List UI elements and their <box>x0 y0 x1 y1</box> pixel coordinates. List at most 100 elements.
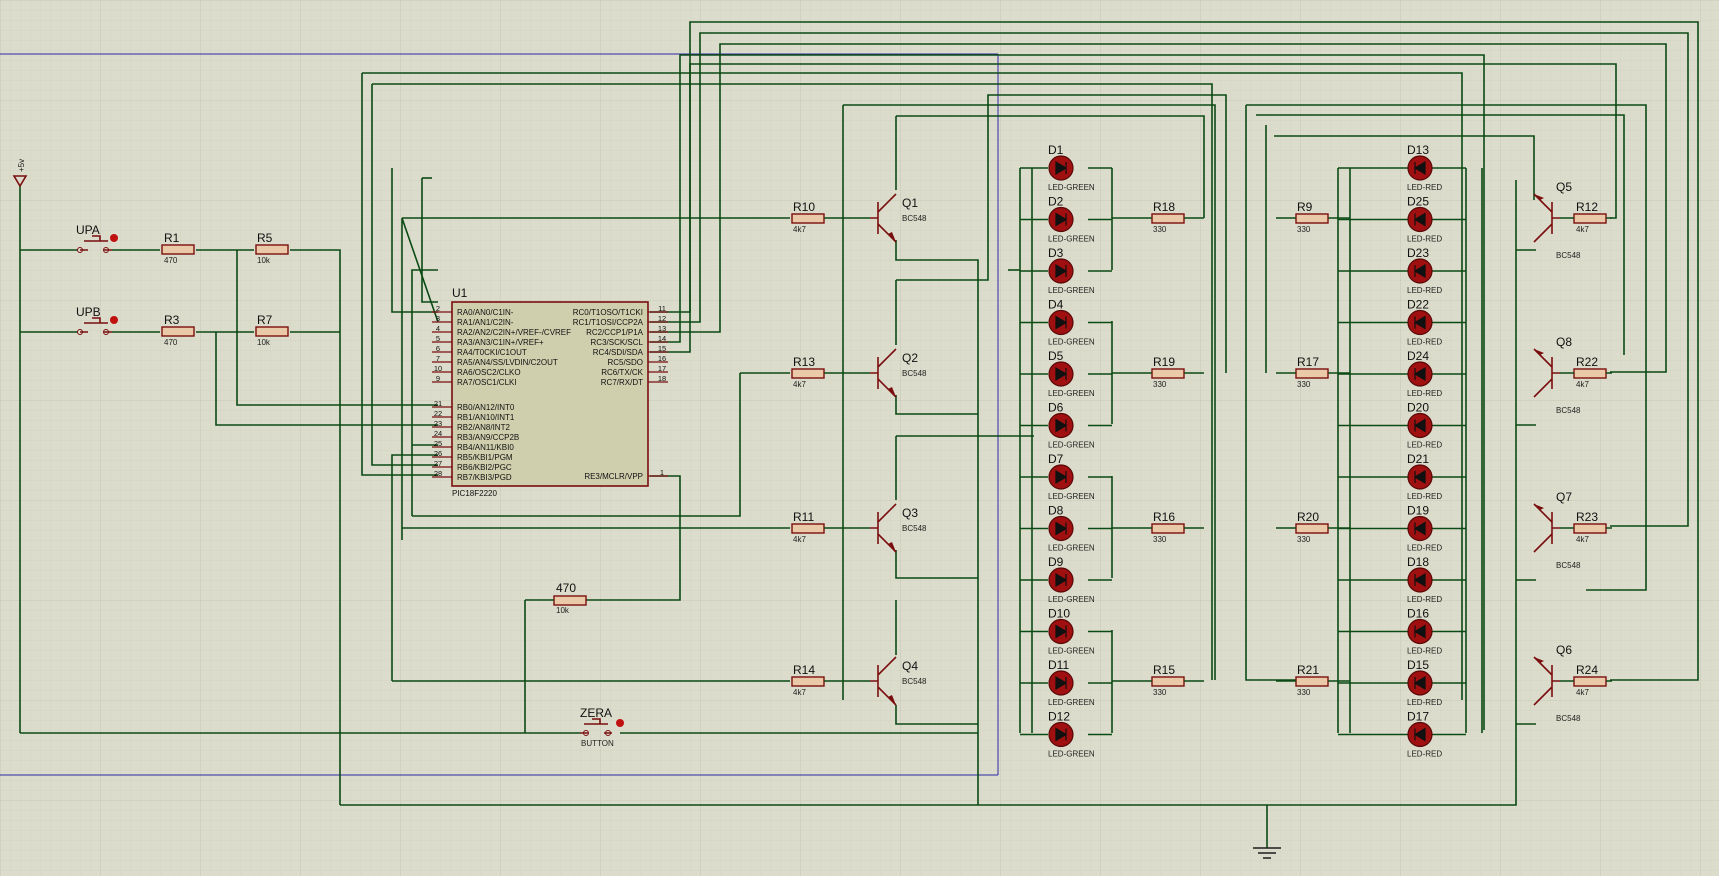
ic-part: PIC18F2220 <box>452 489 497 498</box>
resistor-body <box>791 213 825 224</box>
resistor-r7[interactable]: R7 10k <box>255 313 289 347</box>
resistor-r3[interactable]: R3 470 <box>161 313 195 347</box>
resistor-value: 4k7 <box>793 380 806 389</box>
button-upb[interactable]: UPB <box>76 305 118 335</box>
led-type: LED-RED <box>1407 750 1442 759</box>
pin-number: 1 <box>660 468 664 477</box>
led-ref: D2 <box>1048 195 1064 209</box>
resistor-body <box>1151 523 1185 534</box>
pin-number: 2 <box>436 304 440 313</box>
resistor-r5[interactable]: R5 10k <box>255 231 289 265</box>
pin-number: 17 <box>658 364 666 373</box>
pin-name: RC0/T1OSO/T1CKI <box>573 308 643 317</box>
pin-number: 26 <box>434 449 442 458</box>
pin-name: RB5/KBI1/PGM <box>457 453 513 462</box>
resistor-r1[interactable]: R1 470 <box>161 231 195 265</box>
resistor-ref: R22 <box>1576 355 1598 369</box>
resistor-ref: R9 <box>1297 200 1313 214</box>
button-zera[interactable]: ZERA BUTTON <box>580 706 624 748</box>
pin-name: RA4/T0CKI/C1OUT <box>457 348 527 357</box>
right-transistor-group: Q5BC548R124k7Q8BC548R224k7Q7BC548R234k7Q… <box>1533 180 1612 723</box>
resistor-value: 330 <box>1153 225 1167 234</box>
transistor-part: BC548 <box>1556 714 1581 723</box>
pin-number: 14 <box>658 334 666 343</box>
resistor-470[interactable]: 470 10k <box>524 581 587 733</box>
button-upa[interactable]: UPA <box>76 223 118 253</box>
resistor-body <box>1295 213 1329 224</box>
pin-name: RA3/AN3/C1IN+/VREF+ <box>457 338 544 347</box>
ic-pin[interactable]: 26 RB5/KBI1/PGM <box>432 449 513 462</box>
svg-text:470: 470 <box>164 338 178 347</box>
led-type: LED-RED <box>1407 698 1442 707</box>
led-type: LED-GREEN <box>1048 750 1095 759</box>
